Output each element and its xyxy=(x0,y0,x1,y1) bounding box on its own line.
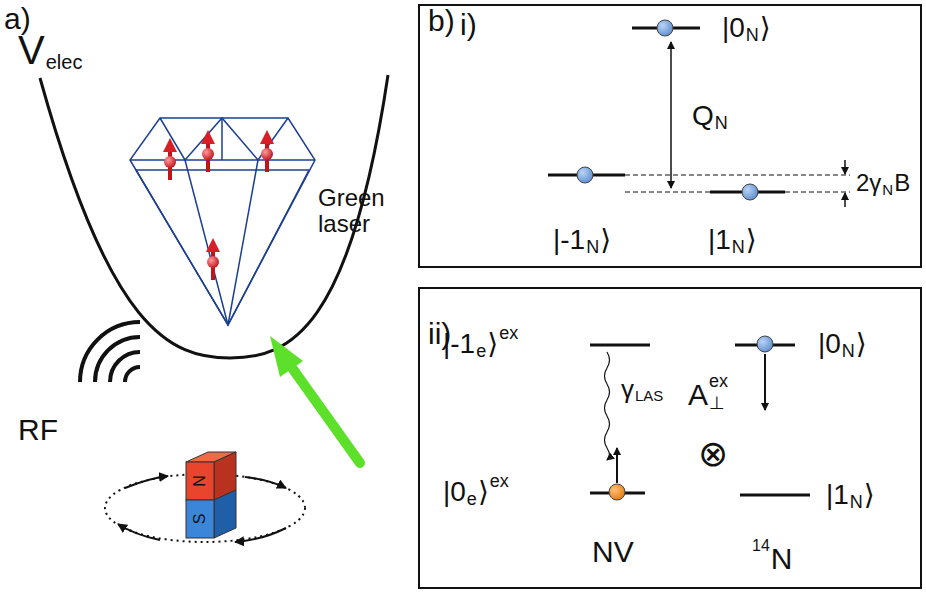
magnet-pole: S xyxy=(192,514,208,525)
panel-box: i) xyxy=(418,4,922,268)
rf-label: RF xyxy=(18,415,58,445)
superscript: ex xyxy=(490,472,509,490)
coupling-label: A xyxy=(688,380,708,410)
rate-label: γ xyxy=(621,376,634,402)
subscript: N xyxy=(850,493,863,511)
subscript: elec xyxy=(46,52,83,72)
subscript: e xyxy=(476,342,486,360)
ket-label: |-1 xyxy=(443,330,475,358)
ket-label: ⟩ xyxy=(600,226,611,254)
ket-label: |1 xyxy=(708,226,731,254)
ket-label: |1 xyxy=(826,481,849,509)
ket-label: ⟩ xyxy=(856,330,867,358)
tensor-symbol: ⊗ xyxy=(698,436,728,472)
ket-label: ⟩ xyxy=(760,14,771,42)
panel-label: i) xyxy=(460,10,477,40)
ket-label: ⟩ xyxy=(746,226,757,254)
rf-waves xyxy=(80,322,140,382)
transition-label: Q xyxy=(692,102,714,130)
laser-label: Green laser xyxy=(318,185,398,238)
subscript: N xyxy=(732,238,745,256)
subscript: N xyxy=(586,238,599,256)
magnet-pole: N xyxy=(192,475,208,487)
subscript: ⊥ xyxy=(709,394,725,412)
superscript: ex xyxy=(499,324,518,342)
spin-arrows xyxy=(163,130,274,280)
ket-label: ⟩ xyxy=(487,330,498,358)
diamond-crystal xyxy=(130,118,315,325)
panel-label: b) xyxy=(428,6,455,36)
superscript: ex xyxy=(709,372,728,390)
ket-label: |0 xyxy=(722,14,745,42)
ket-label: ⟩ xyxy=(864,481,875,509)
subscript: LAS xyxy=(635,388,663,403)
subscript: e xyxy=(467,490,477,508)
system-label: N xyxy=(771,544,793,574)
laser-arrow xyxy=(270,336,360,463)
superscript: 14 xyxy=(752,538,770,554)
ket-label: |-1 xyxy=(553,226,585,254)
splitting-label: 2γ xyxy=(856,171,881,195)
ket-label: ⟩ xyxy=(478,478,489,506)
ket-label: |0 xyxy=(443,478,466,506)
system-label: NV xyxy=(592,537,634,567)
subscript: N xyxy=(746,26,759,44)
nuclear-levels xyxy=(548,20,850,207)
subscript: N xyxy=(715,114,728,132)
rotating-magnet xyxy=(105,452,305,542)
flip-flop-levels xyxy=(590,336,810,500)
splitting-label: B xyxy=(894,171,910,195)
ket-label: |0 xyxy=(818,330,841,358)
potential-symbol: V xyxy=(18,30,45,70)
subscript: N xyxy=(842,342,855,360)
subscript: N xyxy=(882,182,893,197)
